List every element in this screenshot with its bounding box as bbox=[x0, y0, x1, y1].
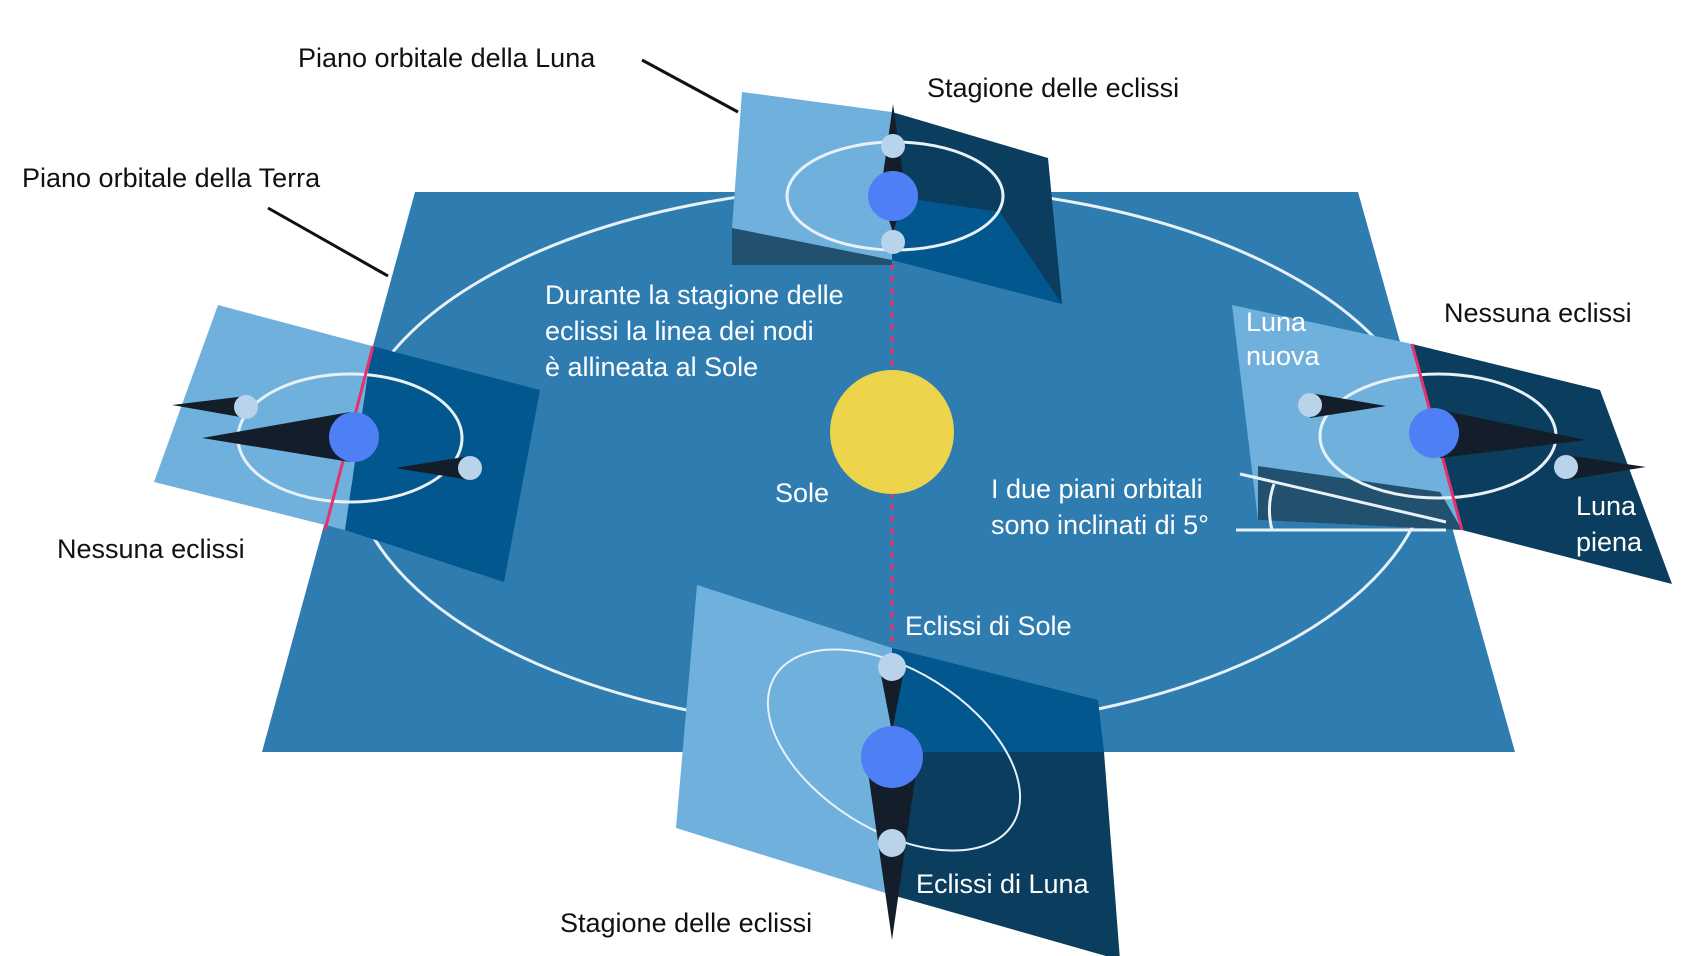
earth-top bbox=[868, 171, 918, 221]
shadow-cone-right-3 bbox=[1566, 455, 1646, 480]
label-full-moon-2: piena bbox=[1576, 527, 1643, 557]
label-no-eclipse-right: Nessuna eclissi bbox=[1444, 298, 1632, 328]
moon-plane-left bbox=[154, 305, 540, 582]
inclination-arc bbox=[1267, 483, 1276, 531]
label-new-moon-1: Luna bbox=[1246, 307, 1307, 337]
earth-right bbox=[1409, 408, 1459, 458]
moon-plane-bottom bbox=[676, 585, 1120, 956]
label-inclination-note-2: sono inclinati di 5° bbox=[991, 510, 1209, 540]
moon-left-1 bbox=[234, 395, 258, 419]
leader-earth-plane bbox=[267, 206, 389, 278]
label-lunar-eclipse: Eclissi di Luna bbox=[916, 869, 1090, 899]
moon-orbit-bottom bbox=[766, 648, 1022, 852]
label-eclipse-season-top: Stagione delle eclissi bbox=[927, 73, 1179, 103]
shadow-cone-right-1 bbox=[1310, 393, 1386, 418]
moon-bottom-upper bbox=[878, 653, 906, 681]
moon-plane-right bbox=[1232, 305, 1672, 584]
label-no-eclipse-left: Nessuna eclissi bbox=[57, 534, 245, 564]
earth-bottom bbox=[861, 726, 923, 788]
moon-top-lower bbox=[881, 230, 905, 254]
leader-moon-plane bbox=[641, 58, 739, 114]
label-node-line-note-3: è allineata al Sole bbox=[545, 352, 758, 382]
label-inclination-note-1: I due piani orbitali bbox=[991, 474, 1203, 504]
moon-plane-top bbox=[732, 92, 1062, 304]
label-moon-orbital-plane: Piano orbitale della Luna bbox=[298, 43, 596, 73]
label-new-moon-2: nuova bbox=[1246, 341, 1321, 371]
inclination-line-1 bbox=[1239, 472, 1447, 524]
earth-left bbox=[329, 412, 379, 462]
label-eclipse-season-bottom: Stagione delle eclissi bbox=[560, 908, 812, 938]
shadow-cone-left-3 bbox=[395, 456, 470, 480]
sun bbox=[830, 370, 954, 494]
shadow-cone-bottom-1 bbox=[880, 670, 904, 732]
label-solar-eclipse: Eclissi di Sole bbox=[905, 611, 1072, 641]
moon-right-full bbox=[1554, 455, 1578, 479]
label-node-line-note-1: Durante la stagione delle bbox=[545, 280, 844, 310]
shadow-cone-left-2 bbox=[202, 412, 350, 462]
shadow-cone-left-1 bbox=[172, 396, 246, 418]
label-earth-orbital-plane: Piano orbitale della Terra bbox=[22, 163, 321, 193]
shadow-cone-right-2 bbox=[1440, 410, 1586, 458]
moon-top-upper bbox=[881, 134, 905, 158]
moon-right-new bbox=[1298, 393, 1322, 417]
label-full-moon-1: Luna bbox=[1576, 491, 1637, 521]
moon-left-2 bbox=[458, 456, 482, 480]
label-sun: Sole bbox=[775, 478, 829, 508]
moon-bottom-lower bbox=[878, 829, 906, 857]
label-node-line-note-2: eclissi la linea dei nodi bbox=[545, 316, 814, 346]
